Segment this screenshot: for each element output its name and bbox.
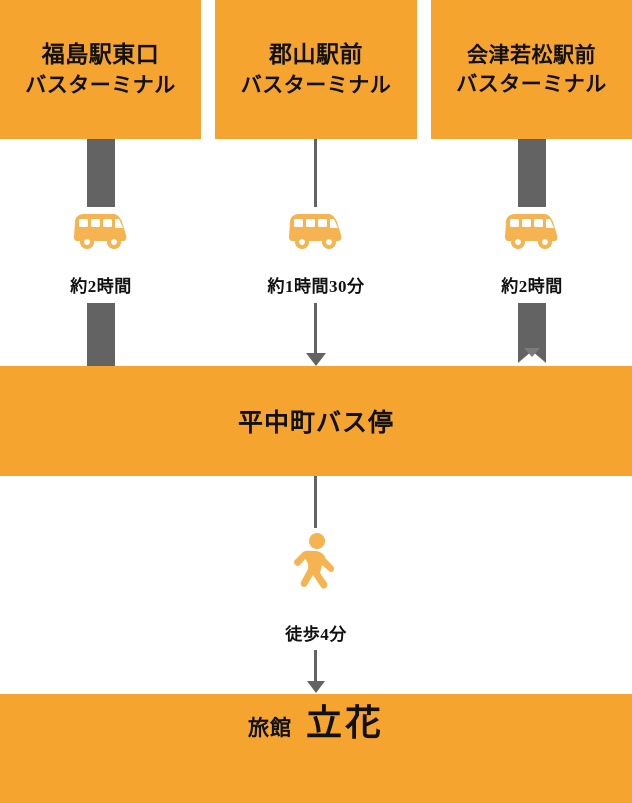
origin-box-fukushima: 福島駅東口 バスターミナル [0,0,201,139]
bus-icon [502,211,562,251]
hub-label: 平中町バス停 [237,410,394,437]
arrow-head-koriyama [306,353,326,366]
origin-name-line1: 福島駅東口 [41,42,160,68]
destination-prefix: 旅館 [247,716,292,740]
arrow-head-walk [307,681,325,693]
origin-name-line1: 会津若松駅前 [467,43,596,68]
origin-box-koriyama: 郡山駅前 バスターミナル [215,0,417,139]
destination-name: 立花 [305,703,384,743]
hub-box-bus-stop: 平中町バス停 [0,366,632,476]
destination-box-inn: 旅館 立花 [0,694,632,803]
bus-icon [286,211,346,251]
connector-line-walk-lower [314,650,317,681]
origin-name-line1: 郡山駅前 [269,42,363,68]
connector-line-walk-upper [314,476,317,528]
duration-label-walk: 徒歩4分 [285,625,347,644]
duration-label-koriyama: 約1時間30分 [267,277,365,296]
duration-label-aizu: 約2時間 [501,277,563,296]
origin-box-aizuwakamatsu: 会津若松駅前 バスターミナル [431,0,632,139]
connector-bar-aizu-lower [518,303,546,351]
connector-bar-fukushima-upper [87,139,115,207]
duration-label-fukushima: 約2時間 [70,277,132,296]
arrow-head-aizu [524,348,540,357]
connector-line-koriyama-upper [314,139,317,207]
connector-bar-fukushima-lower [87,303,115,366]
connector-line-koriyama-lower [314,303,317,353]
bus-icon [71,211,131,251]
connector-bar-aizu-upper [518,139,546,207]
origin-name-line2: バスターミナル [25,72,176,97]
walking-person-icon [293,533,341,595]
origin-name-line2: バスターミナル [240,72,392,97]
origin-name-line2: バスターミナル [456,71,607,96]
